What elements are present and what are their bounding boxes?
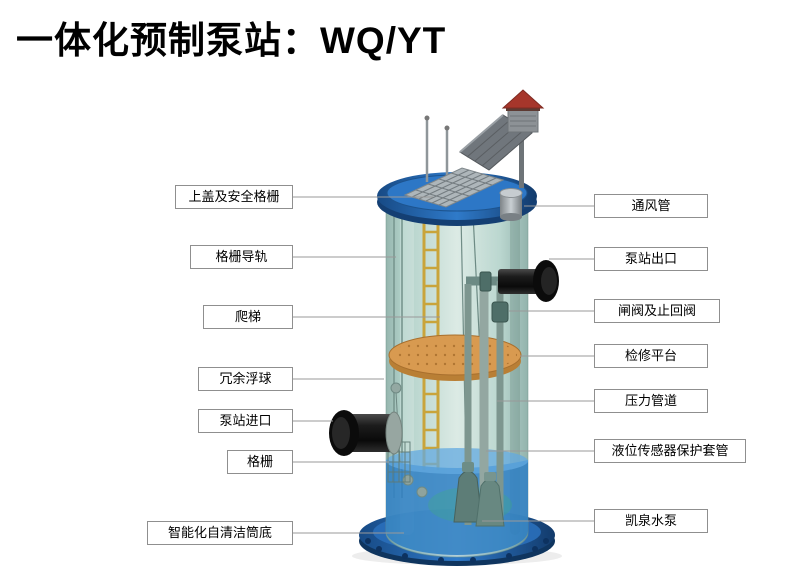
vent-pipe-graphic bbox=[499, 188, 523, 221]
inlet-pipe-graphic bbox=[329, 410, 403, 456]
label-vent-pipe: 通风管 bbox=[594, 194, 708, 218]
tank-internals bbox=[386, 212, 528, 555]
lid-equipment bbox=[403, 89, 545, 221]
leader-lines bbox=[292, 196, 594, 534]
page-title: 一体化预制泵站：WQ/YT bbox=[16, 20, 447, 61]
label-redundant-float: 冗余浮球 bbox=[198, 367, 293, 391]
label-top-cover-safety-grille: 上盖及安全格栅 bbox=[175, 185, 293, 209]
pump-graphic bbox=[453, 462, 505, 527]
label-kaiquan-pump: 凯泉水泵 bbox=[594, 509, 708, 533]
label-smart-self-cleaning-bottom: 智能化自清洁筒底 bbox=[147, 521, 293, 545]
control-box-graphic bbox=[501, 89, 545, 133]
outlet-pipe-graphic bbox=[498, 260, 559, 302]
label-level-sensor-sleeve: 液位传感器保护套管 bbox=[594, 439, 746, 463]
label-ladder: 爬梯 bbox=[203, 305, 293, 329]
label-grille-guide-rail: 格栅导轨 bbox=[190, 245, 293, 269]
label-pump-station-outlet: 泵站出口 bbox=[594, 247, 708, 271]
control-box-pole bbox=[519, 128, 524, 188]
label-pressure-pipe: 压力管道 bbox=[594, 389, 708, 413]
label-gate-and-check-valve: 闸阀及止回阀 bbox=[594, 299, 720, 323]
label-maintenance-platform: 检修平台 bbox=[594, 344, 708, 368]
label-grille: 格栅 bbox=[227, 450, 293, 474]
label-pump-station-inlet: 泵站进口 bbox=[198, 409, 293, 433]
